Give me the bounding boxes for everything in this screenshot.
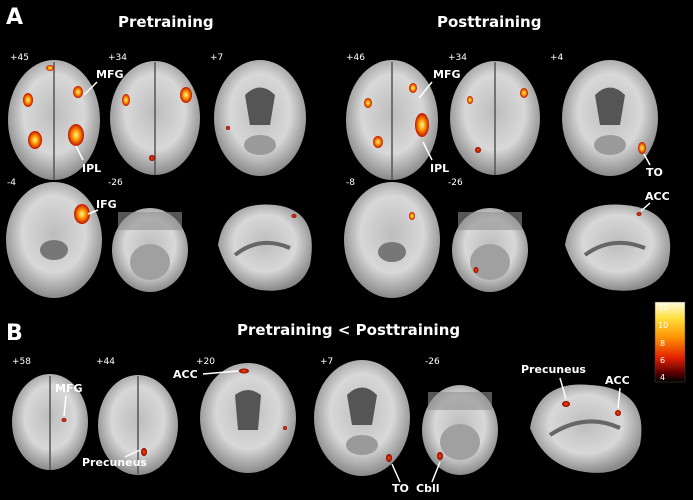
arrow-post-mfg — [418, 81, 433, 99]
coord-pre-2: +34 — [108, 53, 127, 63]
coord-post-2: +34 — [448, 53, 467, 63]
brain-slice-pre-7 — [214, 60, 306, 176]
coord-pre-5: -26 — [108, 178, 123, 188]
coord-b-5: -26 — [425, 357, 440, 367]
coord-pre-4: -4 — [7, 178, 16, 188]
pretraining-heading: Pretraining — [118, 13, 214, 31]
coord-post-1: +46 — [346, 53, 365, 63]
brain-slice-b-20 — [200, 363, 296, 473]
coord-pre-1: +45 — [10, 53, 29, 63]
brain-slice-b-58 — [12, 374, 88, 470]
arrow-b-mfg — [63, 395, 67, 417]
label-post-mfg: MFG — [433, 68, 461, 81]
label-post-acc: ACC — [645, 190, 670, 203]
brain-slice-post-minus26 — [452, 208, 528, 292]
label-post-to: TO — [646, 166, 663, 179]
arrow-pre-ipl — [75, 145, 84, 161]
coord-pre-3: +7 — [210, 53, 223, 63]
panel-a-label: A — [6, 5, 23, 30]
colorbar: 12 10 8 6 4 — [654, 301, 686, 383]
brain-slice-b-44 — [98, 375, 178, 475]
label-b-to: TO — [392, 482, 409, 495]
coord-post-3: +4 — [550, 53, 564, 63]
label-post-ipl: IPL — [430, 162, 449, 175]
brain-slice-b-minus26 — [422, 385, 498, 475]
label-pre-ipl: IPL — [82, 162, 101, 175]
colorbar-tick-8: 8 — [660, 339, 665, 348]
arrow-b-precuneus-top — [559, 377, 567, 400]
colorbar-tick-10: 10 — [658, 321, 668, 330]
arrow-post-acc — [640, 202, 651, 212]
label-b-acc-top: ACC — [173, 368, 198, 381]
brain-slice-pre-34 — [110, 61, 200, 175]
coord-b-4: +7 — [320, 357, 333, 367]
brain-slice-pre-45 — [8, 60, 100, 180]
label-pre-mfg: MFG — [96, 68, 124, 81]
contrast-heading: Pretraining < Posttraining — [237, 321, 460, 339]
label-b-precuneus-top: Precuneus — [521, 363, 586, 376]
brain-slice-pre-sagittal — [218, 204, 312, 291]
coord-post-4: -8 — [346, 178, 355, 188]
label-b-mfg: MFG — [55, 382, 83, 395]
colorbar-tick-6: 6 — [660, 356, 665, 365]
label-b-cbll: Cbll — [416, 482, 440, 495]
brain-slice-b-sagittal — [530, 384, 642, 473]
coord-b-1: +58 — [12, 357, 31, 367]
arrow-b-to — [391, 463, 401, 483]
arrow-b-cbll — [431, 461, 441, 483]
panel-b-label: B — [6, 321, 23, 346]
arrow-b-acc-right — [617, 387, 621, 409]
brain-slice-pre-minus4 — [6, 182, 102, 298]
brain-slice-post-34 — [450, 61, 540, 175]
coord-b-3: +20 — [196, 357, 215, 367]
arrow-post-ipl — [422, 141, 433, 161]
brain-slice-post-46 — [346, 60, 438, 180]
colorbar-tick-4: 4 — [660, 373, 665, 382]
arrow-pre-mfg — [83, 81, 98, 96]
label-pre-ifg: IFG — [96, 198, 117, 211]
brain-slice-b-7 — [314, 360, 410, 476]
coord-b-2: +44 — [96, 357, 115, 367]
posttraining-heading: Posttraining — [437, 13, 541, 31]
arrow-pre-ifg — [87, 209, 99, 215]
brain-slice-pre-minus26 — [112, 208, 188, 292]
label-b-precuneus-low: Precuneus — [82, 456, 147, 469]
colorbar-gradient — [654, 301, 686, 383]
colorbar-tick-12: 12 — [658, 303, 668, 312]
brain-slice-post-minus8 — [344, 182, 440, 298]
brain-slice-post-4 — [562, 60, 658, 176]
coord-post-5: -26 — [448, 178, 463, 188]
label-b-acc-right: ACC — [605, 374, 630, 387]
brain-slice-post-sagittal — [565, 204, 671, 291]
arrow-b-precuneus-low — [124, 449, 141, 458]
arrow-post-to — [643, 153, 651, 166]
arrow-b-acc-top — [202, 370, 239, 375]
